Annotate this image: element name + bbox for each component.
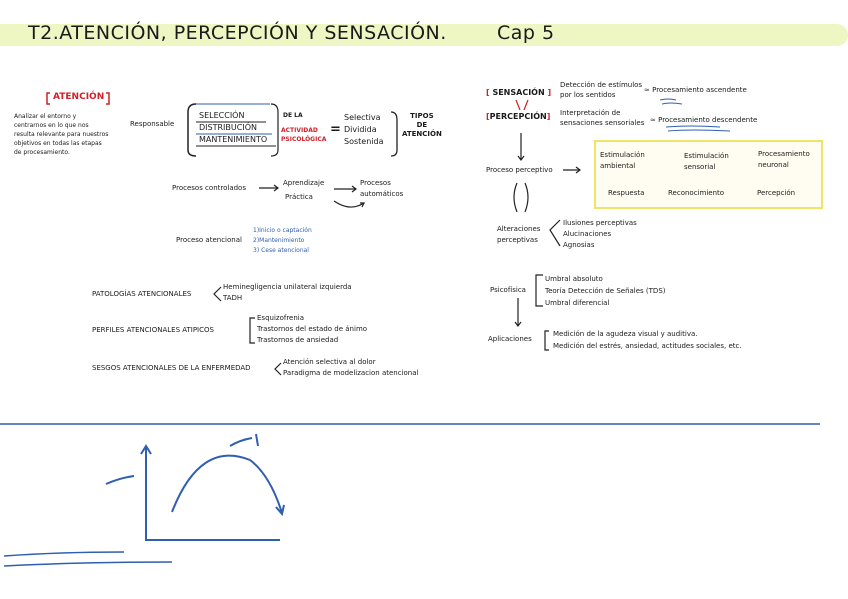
page-title: T2.ATENCIÓN, PERCEPCIÓN Y SENSACIÓN. xyxy=(28,22,447,44)
psicofisica-items: Umbral absoluto Teoría Detección de Seña… xyxy=(545,275,666,307)
patologias-items: Heminegligencia unilateral izquierda TAD… xyxy=(223,283,352,302)
box-proc-neuronal: Procesamiento neuronal xyxy=(758,150,810,169)
box-reconocimiento: Reconocimiento xyxy=(668,189,725,197)
aprendizaje-label: Aprendizaje xyxy=(283,179,325,187)
equals-sign: = xyxy=(330,122,341,137)
patologias-label: PATOLOGÍAS ATENCIONALES xyxy=(92,290,192,298)
alteraciones-items: Ilusiones perceptivas Alucinaciones Agno… xyxy=(563,219,637,249)
proc-ascendente: ≃ Procesamiento ascendente xyxy=(644,86,747,94)
sensacion-desc: Detección de estímulos por los sentidos xyxy=(560,81,643,99)
responsable-label: Responsable xyxy=(130,120,175,128)
atencion-title: ATENCIÓN xyxy=(53,92,105,102)
proceso-steps: 1)Inicio o captación 2)Mantenimiento 3) … xyxy=(253,227,312,254)
perception-process-box xyxy=(594,140,823,209)
perfiles-items: Esquizofrenia Trastornos del estado de á… xyxy=(257,314,368,344)
atencion-description: Analizar el entorno y centrarnos en lo q… xyxy=(14,113,109,156)
tipos-atencion-title: TIPOS DE ATENCIÓN xyxy=(402,112,442,138)
percepcion-label: [PERCEPCIÓN] xyxy=(486,112,551,121)
de-la-label: DE LA xyxy=(283,112,303,119)
sesgos-label: SESGOS ATENCIONALES DE LA ENFERMEDAD xyxy=(92,364,251,372)
psicofisica-label: Psicofísica xyxy=(490,286,526,294)
aplicaciones-items: Medición de la agudeza visual y auditiva… xyxy=(553,330,742,350)
proceso-atencional: Proceso atencional xyxy=(176,236,242,244)
box-estim-sensorial: Estimulación sensorial xyxy=(684,152,729,171)
sesgos-items: Atención selectiva al dolor Paradigma de… xyxy=(283,358,419,377)
sensacion-label: [ SENSACIÓN ] xyxy=(486,88,552,97)
attention-types: Selectiva Dividida Sostenida xyxy=(344,113,384,146)
procesos-automaticos: Procesos automáticos xyxy=(360,179,404,198)
box-estim-ambiental: Estimulación ambiental xyxy=(600,151,645,170)
perfiles-label: PERFILES ATENCIONALES ATIPICOS xyxy=(92,326,214,334)
aplicaciones-label: Aplicaciones xyxy=(488,335,532,343)
title-highlight xyxy=(0,24,848,46)
proceso-perceptivo: Proceso perceptivo xyxy=(486,166,553,174)
practica-label: Práctica xyxy=(285,193,313,201)
box-percepcion: Percepción xyxy=(757,189,796,197)
actividad-psicologica: ACTIVIDAD PSICOLÓGICA xyxy=(281,127,327,143)
function-list: SELECCIÓN DISTRIBUCIÓN MANTENIMIENTO xyxy=(199,111,268,144)
alteraciones-label: Alteraciones perceptivas xyxy=(497,225,541,244)
percepcion-desc: Interpretación de sensaciones sensoriale… xyxy=(560,109,645,127)
proc-descendente: ≃ Procesamiento descendente xyxy=(650,116,758,124)
box-respuesta: Respuesta xyxy=(608,189,645,197)
chapter-label: Cap 5 xyxy=(497,22,555,44)
procesos-controlados: Procesos controlados xyxy=(172,184,246,192)
